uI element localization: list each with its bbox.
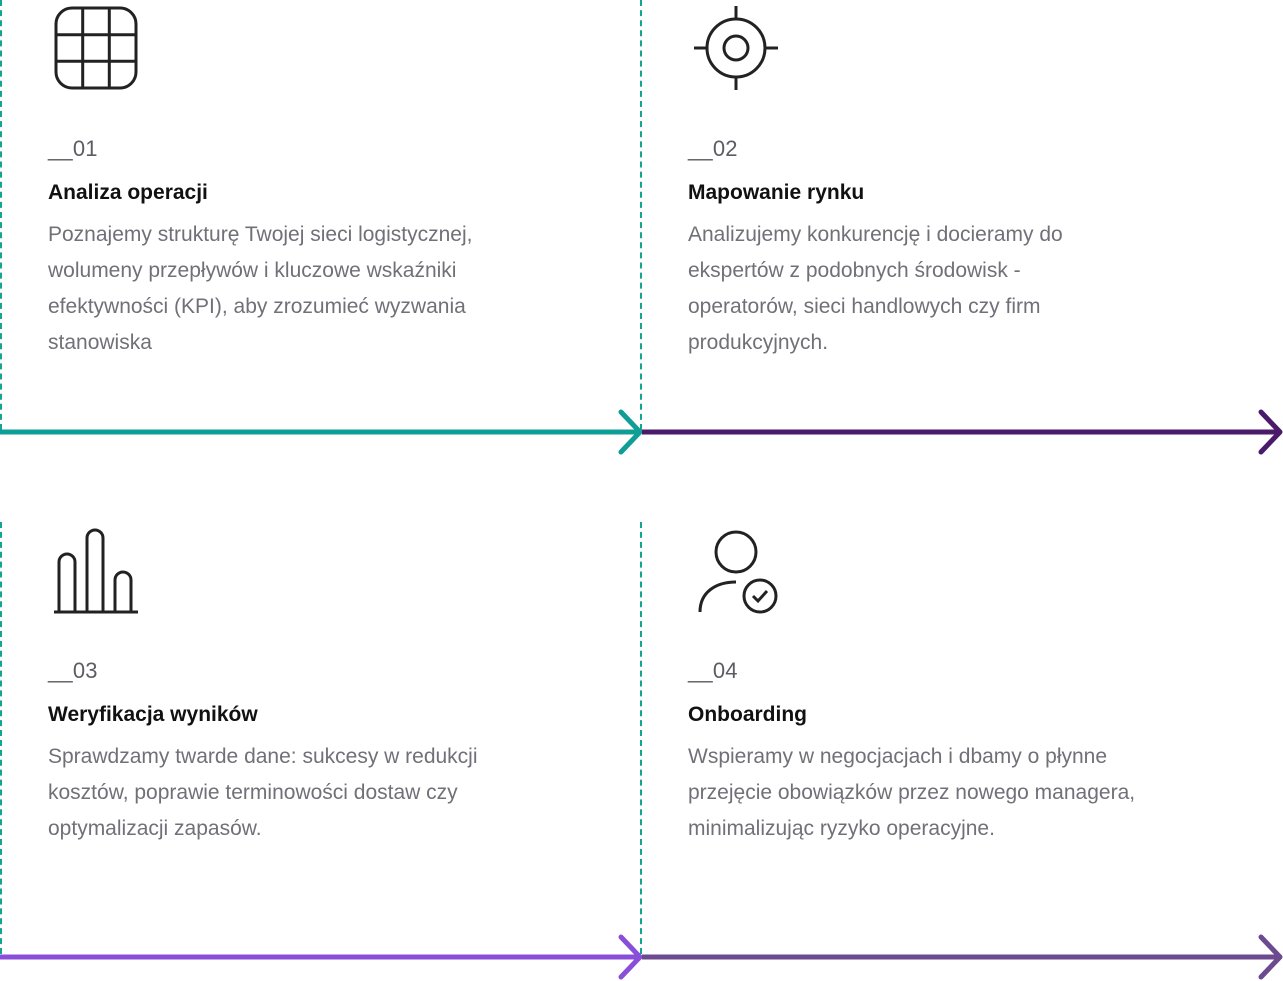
step-card-1: __01 Analiza operacji Poznajemy struktur…	[0, 0, 641, 430]
crosshair-target-icon	[688, 0, 784, 96]
step-number: __04	[688, 658, 738, 683]
left-dashed-border-bottom	[0, 522, 2, 954]
grid-icon	[48, 0, 144, 96]
step-title: Analiza operacji	[48, 181, 208, 204]
step-title: Weryfikacja wyników	[48, 703, 258, 726]
step-title: Mapowanie rynku	[688, 181, 865, 204]
bottom-arrow-row	[0, 934, 1283, 980]
center-dashed-divider-bottom	[640, 522, 642, 954]
step-number: __02	[688, 136, 738, 161]
step-description: Analizujemy konkurencję i docieramy do e…	[688, 223, 1063, 354]
step-title: Onboarding	[688, 703, 807, 726]
step-card-4: __04 Onboarding Wspieramy w negocjacjach…	[641, 522, 1283, 954]
top-arrow-row	[0, 409, 1283, 455]
arrow-head-step-2	[1258, 409, 1283, 455]
arrow-head-step-3	[618, 934, 643, 980]
step-description: Sprawdzamy twarde dane: sukcesy w redukc…	[48, 745, 478, 840]
left-dashed-border-top	[0, 0, 2, 430]
step-number: __01	[48, 136, 98, 161]
bar-chart-icon	[48, 522, 144, 618]
user-check-icon	[688, 522, 784, 618]
step-card-3: __03 Weryfikacja wyników Sprawdzamy twar…	[0, 522, 641, 954]
step-card-2: __02 Mapowanie rynku Analizujemy konkure…	[641, 0, 1283, 430]
arrow-head-step-1	[618, 409, 643, 455]
step-description: Wspieramy w negocjacjach i dbamy o płynn…	[688, 745, 1136, 840]
step-description: Poznajemy strukturę Twojej sieci logisty…	[48, 223, 473, 354]
center-dashed-divider-top	[640, 0, 642, 430]
step-number: __03	[48, 658, 98, 683]
arrow-head-step-4	[1258, 934, 1283, 980]
